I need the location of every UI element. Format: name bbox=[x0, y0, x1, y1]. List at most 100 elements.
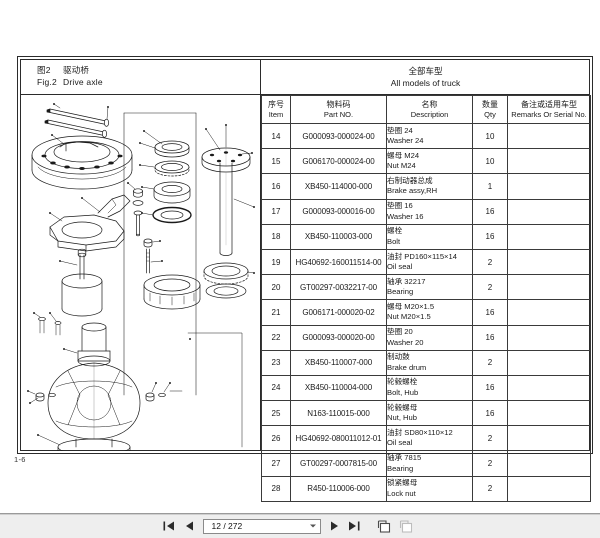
exploded-parts-drawing bbox=[20, 95, 261, 451]
models-cn: 全部车型 bbox=[408, 65, 443, 76]
cell-remarks bbox=[507, 349, 591, 376]
description-en: Bearing bbox=[387, 287, 414, 297]
cell-qty: 2 bbox=[472, 349, 508, 376]
column-header-item-en: Item bbox=[268, 109, 284, 119]
cell-remarks bbox=[507, 299, 591, 326]
description-cn: 油封 PD160×115×14 bbox=[387, 251, 457, 261]
cell-qty: 16 bbox=[472, 223, 508, 250]
single-page-view-icon[interactable] bbox=[377, 519, 392, 533]
cell-remarks bbox=[507, 450, 591, 477]
column-header-qty: 数量 Qty bbox=[472, 95, 508, 124]
next-page-icon[interactable] bbox=[328, 519, 341, 533]
single-page-view-glyph bbox=[377, 519, 391, 533]
cell-item: 27 bbox=[261, 450, 291, 477]
cell-qty: 16 bbox=[472, 324, 508, 351]
description-cn: 轮毂螺母 bbox=[387, 402, 418, 412]
cell-remarks bbox=[507, 475, 591, 502]
cell-remarks bbox=[507, 274, 591, 301]
cell-qty: 16 bbox=[472, 374, 508, 402]
cell-item: 25 bbox=[261, 400, 291, 427]
cell-remarks bbox=[507, 173, 591, 200]
last-page-icon[interactable] bbox=[348, 519, 361, 533]
column-header-qty-cn: 数量 bbox=[482, 99, 498, 109]
page-number-value: 12 / 272 bbox=[211, 521, 243, 531]
description-cn: 螺母 M24 bbox=[387, 150, 420, 160]
description-cn: 垫圈 16 bbox=[387, 201, 413, 211]
cell-qty: 16 bbox=[472, 299, 508, 326]
column-header-remarks: 备注或适用车型 Remarks Or Serial No. bbox=[507, 95, 591, 124]
cell-part-no: GT00297-0032217-00 bbox=[290, 274, 387, 301]
cell-remarks bbox=[507, 148, 591, 175]
cell-part-no: G006171-000020-02 bbox=[290, 299, 387, 326]
cell-qty: 2 bbox=[472, 475, 508, 502]
cell-item: 16 bbox=[261, 173, 291, 200]
column-header-part-no-en: Part NO. bbox=[323, 109, 354, 119]
figure-number-en: Fig.2 bbox=[37, 77, 57, 87]
cell-item: 18 bbox=[261, 223, 291, 250]
description-en: Nut M24 bbox=[387, 161, 416, 171]
cell-qty: 2 bbox=[472, 450, 508, 477]
description-en: Oil seal bbox=[387, 262, 413, 272]
cell-item: 26 bbox=[261, 425, 291, 452]
parts-table: 序号 Item 物料码 Part NO. 名称 Description 数量 Q… bbox=[261, 95, 591, 502]
page-number-combobox[interactable]: 12 / 272 bbox=[202, 518, 321, 534]
model-applicability: 全部车型 All models of truck bbox=[261, 59, 590, 94]
cell-qty: 2 bbox=[472, 248, 508, 276]
cell-item: 20 bbox=[261, 274, 291, 301]
cell-qty: 10 bbox=[472, 148, 508, 175]
column-header-item-cn: 序号 bbox=[268, 99, 284, 109]
previous-page-icon[interactable] bbox=[183, 519, 196, 533]
page-folio: 1-6 bbox=[14, 455, 26, 464]
cell-item: 28 bbox=[261, 475, 291, 502]
chevron-down-icon[interactable] bbox=[309, 524, 316, 528]
cell-remarks bbox=[507, 248, 591, 276]
first-page-glyph bbox=[163, 521, 174, 531]
cell-part-no: G000093-000024-00 bbox=[290, 122, 387, 150]
parts-table-head: 序号 Item 物料码 Part NO. 名称 Description 数量 Q… bbox=[261, 95, 591, 124]
first-page-icon[interactable] bbox=[163, 519, 176, 533]
column-header-item: 序号 Item bbox=[261, 95, 291, 124]
previous-page-glyph bbox=[185, 521, 193, 531]
cell-part-no: XB450-110004-000 bbox=[290, 374, 387, 402]
models-en: All models of truck bbox=[390, 77, 461, 88]
description-cn: 螺栓 bbox=[387, 226, 403, 236]
cell-item: 22 bbox=[261, 324, 291, 351]
cell-part-no: HG40692-080011012-01 bbox=[290, 425, 387, 452]
description-cn: 轴承 7815 bbox=[387, 453, 422, 463]
cell-item: 17 bbox=[261, 198, 291, 225]
column-header-description-en: Description bbox=[410, 109, 449, 119]
figure-name-cn: 驱动桥 bbox=[63, 65, 90, 75]
cell-qty: 2 bbox=[472, 425, 508, 452]
description-cn: 油封 SD80×110×12 bbox=[387, 427, 453, 437]
cell-part-no: XB450-110003-000 bbox=[290, 223, 387, 250]
cell-qty: 16 bbox=[472, 400, 508, 427]
column-header-description: 名称 Description bbox=[386, 95, 473, 124]
cell-remarks bbox=[507, 400, 591, 427]
facing-page-view-icon[interactable] bbox=[399, 519, 414, 533]
drive-axle-exploded-view bbox=[27, 103, 255, 451]
description-cn: 轴承 32217 bbox=[387, 276, 426, 286]
next-page-glyph bbox=[330, 521, 338, 531]
description-en: Bolt, Hub bbox=[387, 387, 419, 397]
cell-part-no: R450-110006-000 bbox=[290, 475, 387, 502]
